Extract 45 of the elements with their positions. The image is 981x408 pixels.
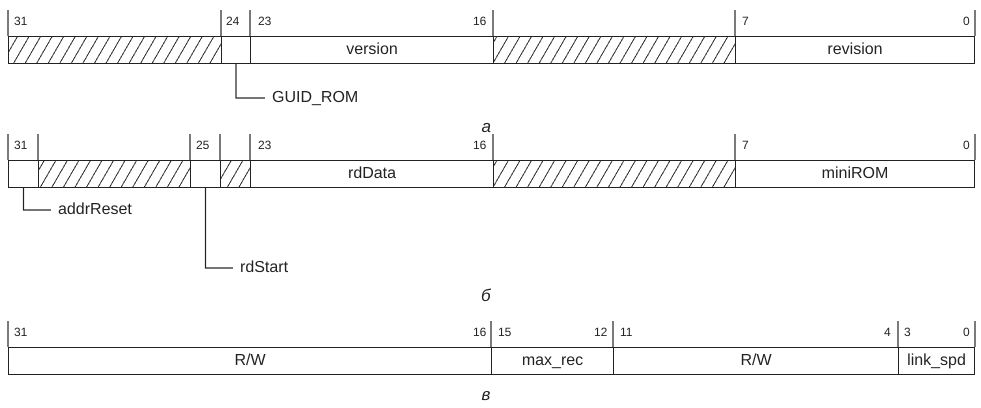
bit-number: 16: [473, 138, 486, 152]
bit-number: 0: [963, 325, 970, 339]
reserved-field: [493, 160, 736, 188]
bit-number: 23: [258, 138, 272, 152]
bit-field: [221, 36, 251, 64]
bit-number: 7: [742, 138, 749, 152]
bit-number: 31: [14, 325, 28, 339]
panel-letter: б: [481, 287, 491, 305]
bit-number: 3: [904, 325, 911, 339]
leader-line: [22, 188, 51, 211]
bit-number: 23: [258, 14, 272, 28]
leader-line: [235, 64, 265, 99]
bit-number: 24: [226, 14, 240, 28]
register-field: R/W: [8, 347, 492, 375]
panel-letter: в: [482, 386, 490, 404]
reserved-field: [493, 36, 736, 64]
bit-number: 31: [14, 14, 28, 28]
bit-field: [190, 160, 221, 188]
bit-number: 25: [196, 138, 210, 152]
bit-number: 31: [14, 138, 28, 152]
bit-number: 16: [473, 325, 486, 339]
register-field: rdData: [250, 160, 494, 188]
bit-number: 11: [620, 325, 632, 339]
reserved-field: [220, 160, 251, 188]
leader-line: [204, 188, 233, 269]
bit-number: 0: [963, 14, 970, 28]
reserved-field: [38, 160, 191, 188]
register-field: max_rec: [491, 347, 614, 375]
register-field: miniROM: [735, 160, 975, 188]
bit-number: 0: [963, 138, 970, 152]
register-field: link_spd: [898, 347, 975, 375]
field-name-label: rdStart: [240, 259, 288, 277]
reserved-field: [8, 36, 222, 64]
bit-field: [8, 160, 39, 188]
register-field: R/W: [613, 347, 899, 375]
field-name-label: GUID_ROM: [272, 89, 358, 107]
bit-number: 4: [884, 325, 891, 339]
panel-letter: а: [482, 118, 491, 136]
bit-number: 7: [742, 14, 749, 28]
bit-number: 16: [473, 14, 486, 28]
register-field: revision: [735, 36, 975, 64]
bit-number: 12: [594, 325, 608, 339]
field-name-label: addrReset: [58, 201, 132, 219]
register-field: version: [250, 36, 494, 64]
bit-number: 15: [498, 325, 512, 339]
